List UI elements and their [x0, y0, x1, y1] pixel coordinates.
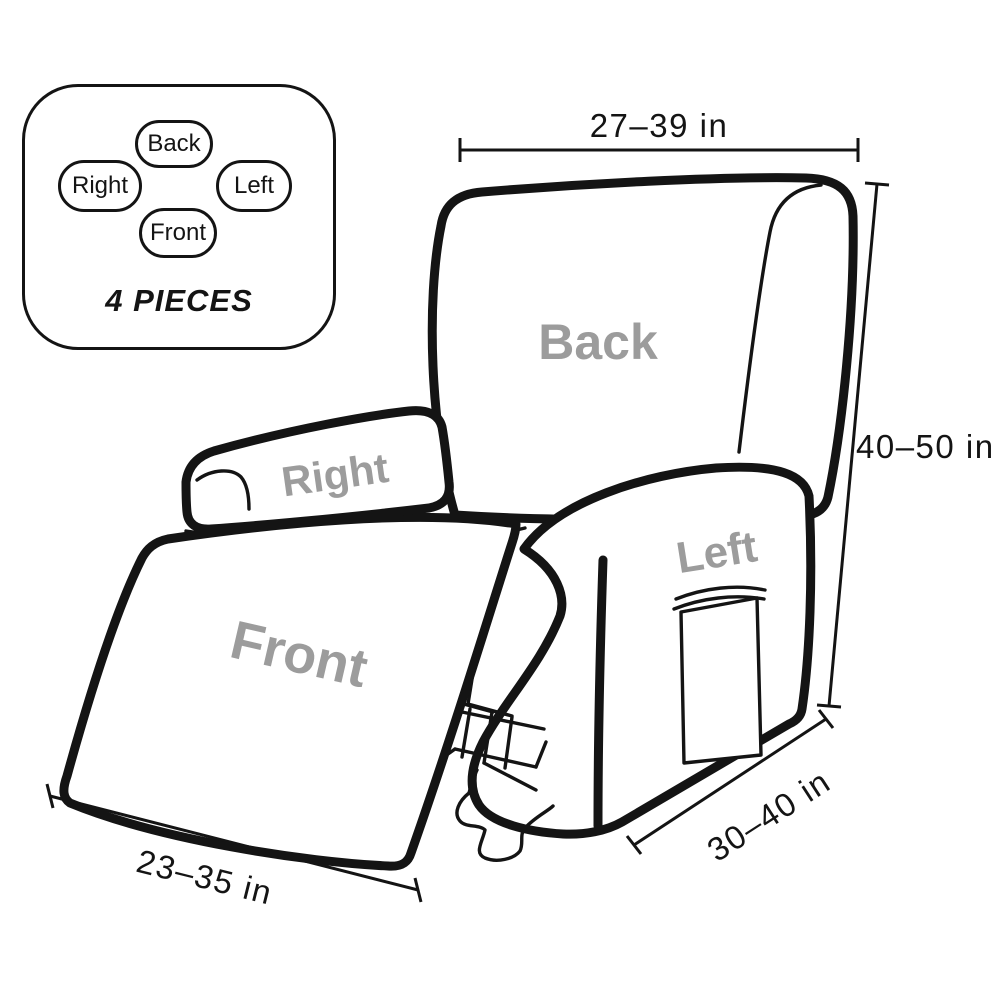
badge-pill-right: Right — [58, 160, 142, 212]
pillow-seam — [195, 469, 251, 511]
pocket-flap-top — [674, 585, 767, 601]
backrest-side-seam — [737, 183, 823, 454]
arm-front-seam — [593, 555, 608, 831]
badge-pill-front-label: Front — [149, 219, 206, 246]
mechanism-foot — [455, 768, 555, 862]
badge-pill-left: Left — [216, 160, 292, 212]
side-pocket — [679, 596, 763, 765]
badge-pill-back-label: Back — [147, 130, 201, 157]
dim-right-label: 40–50 in — [856, 428, 995, 465]
badge-pill-back: Back — [135, 120, 213, 168]
chair-label-back: Back — [538, 314, 658, 370]
pocket-flap — [672, 595, 766, 611]
footrest-outline — [59, 512, 521, 871]
pieces-count-label: 4 PIECES — [105, 283, 253, 318]
badge-pill-front: Front — [139, 208, 217, 258]
dim-bottom-right-label: 30–40 in — [701, 762, 837, 869]
badge-pill-right-label: Right — [71, 172, 129, 199]
dim-top-width: 27–39 in — [458, 107, 860, 162]
dim-top-label: 27–39 in — [590, 107, 729, 144]
pieces-badge: Back Right Left Front 4 PIECES — [22, 84, 336, 350]
right-arm-pillow-outline — [181, 406, 454, 534]
dim-right-height: 40–50 in — [816, 181, 995, 709]
badge-pill-left-label: Left — [233, 172, 275, 199]
